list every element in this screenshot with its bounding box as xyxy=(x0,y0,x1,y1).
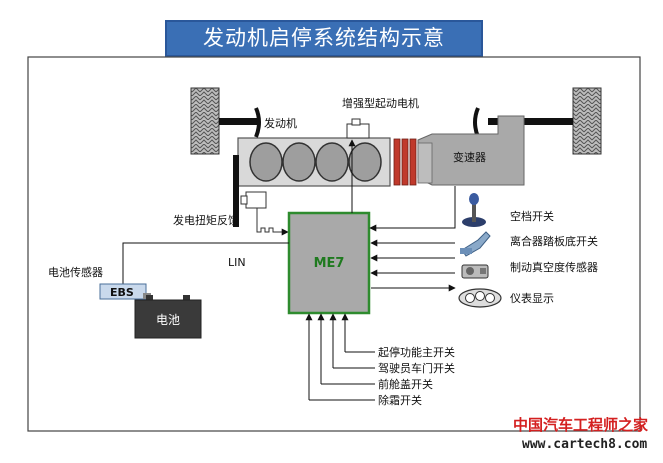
starter-solenoid xyxy=(351,118,361,126)
battery-terminal-left xyxy=(146,295,153,301)
right-input-label-3: 制动真空度传感器 xyxy=(510,260,598,274)
right-input-label-4: 仪表显示 xyxy=(510,291,554,305)
bottom-input-label-4: 除霜开关 xyxy=(378,393,422,407)
watermark-url: www.cartech8.com xyxy=(522,437,648,452)
clutch-plate-1 xyxy=(393,138,401,186)
ebs-label: EBS xyxy=(110,286,134,299)
ecu-label: ME7 xyxy=(314,256,345,271)
battery-sensor-label: 电池传感器 xyxy=(48,266,103,279)
transmission-label: 变速器 xyxy=(453,150,486,164)
engine-label: 发动机 xyxy=(264,116,297,130)
lin-bus-line xyxy=(122,242,289,285)
starter-label: 增强型起动电机 xyxy=(342,96,419,110)
gear-lever-icon xyxy=(462,193,486,227)
cylinder-1 xyxy=(249,142,283,182)
bottom-input-label-3: 前舱盖开关 xyxy=(378,377,433,391)
battery-label: 电池 xyxy=(156,313,180,327)
right-axle xyxy=(488,118,573,125)
left-flange xyxy=(254,107,261,138)
alternator-hub xyxy=(240,195,248,205)
alternator xyxy=(245,191,267,209)
battery-terminal-right xyxy=(183,295,190,301)
battery xyxy=(134,299,202,339)
transmission-bell xyxy=(417,142,433,184)
cylinder-4 xyxy=(348,142,382,182)
left-axle xyxy=(219,118,259,125)
alternator-label: 发电扭矩反馈 xyxy=(173,213,239,227)
cylinder-2 xyxy=(282,142,316,182)
bottom-input-label-1: 起停功能主开关 xyxy=(378,345,455,359)
diagram-frame xyxy=(27,56,641,432)
right-wheel xyxy=(572,87,602,155)
clutch-plate-2 xyxy=(401,138,409,186)
watermark-brand: 中国汽车工程师之家 xyxy=(513,416,649,434)
drive-belt xyxy=(233,155,239,227)
transmission-to-ecu-line xyxy=(369,186,456,232)
bottom-input-label-2: 驾驶员车门开关 xyxy=(378,361,455,375)
starter-motor xyxy=(346,123,370,139)
diagram-title: 发动机启停系统结构示意 xyxy=(165,20,483,57)
clutch-plate-3 xyxy=(409,138,417,186)
ebs-sensor xyxy=(99,283,147,300)
vacuum-sensor-icon xyxy=(461,264,489,279)
clutch-pedal-icon xyxy=(460,231,491,257)
alternator-feedback-line xyxy=(256,208,289,236)
right-flange xyxy=(473,107,480,138)
cylinder-3 xyxy=(315,142,349,182)
ecu-box xyxy=(287,211,371,315)
lin-label: LIN xyxy=(228,256,246,269)
left-wheel xyxy=(190,87,220,155)
right-input-label-2: 离合器踏板底开关 xyxy=(510,234,598,248)
instrument-cluster-icon xyxy=(458,288,502,308)
right-input-label-1: 空档开关 xyxy=(510,209,554,223)
